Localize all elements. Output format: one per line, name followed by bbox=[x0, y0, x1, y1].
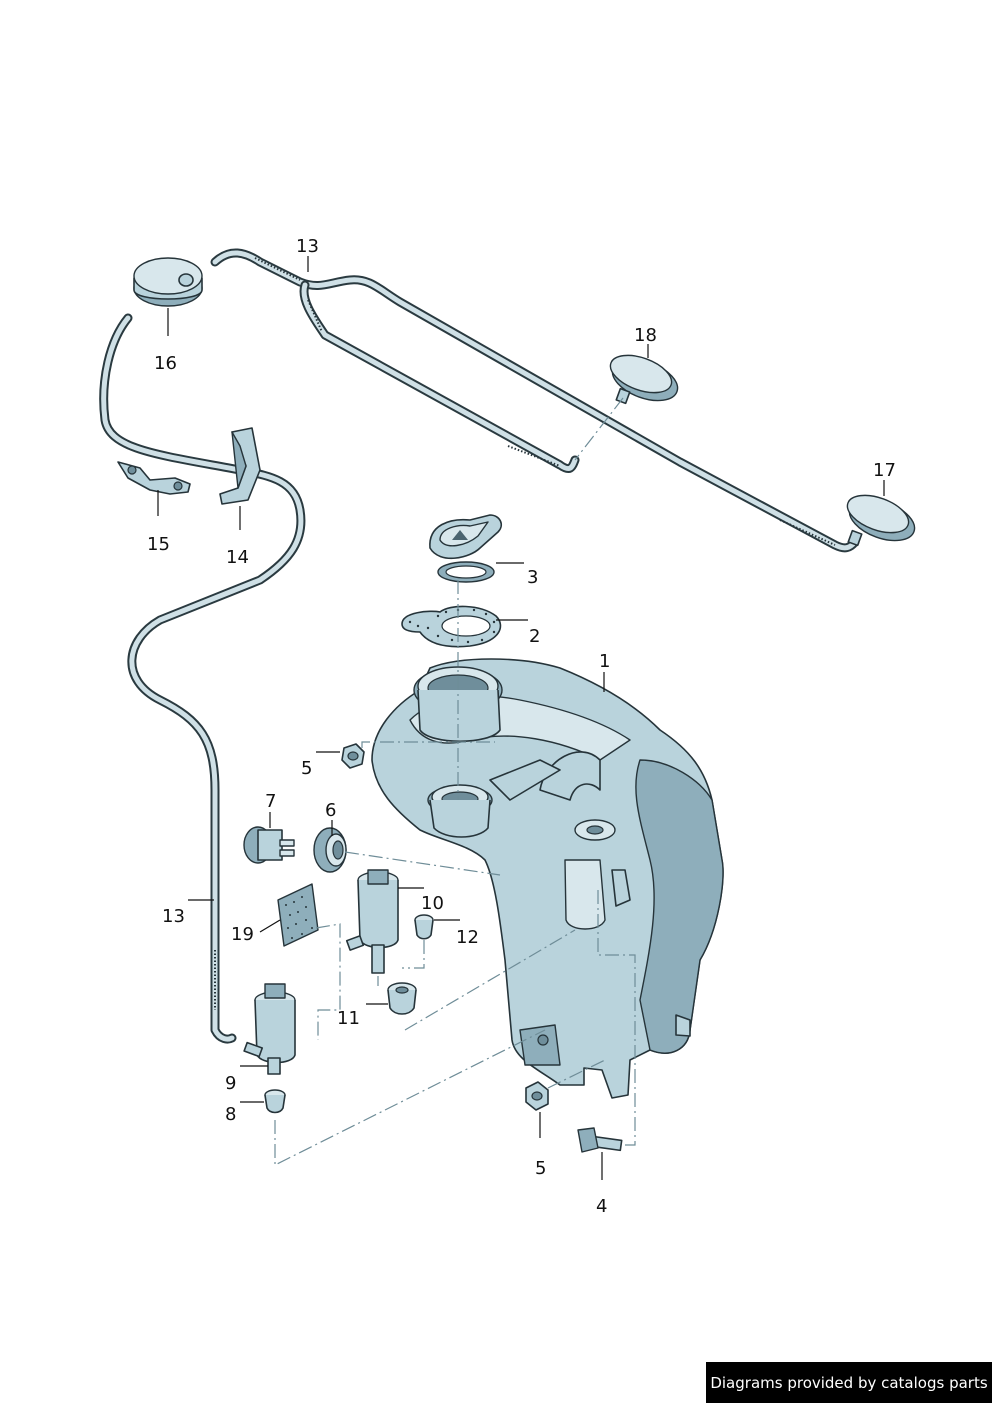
callout-1: 1 bbox=[599, 651, 610, 672]
washer-pump-rear bbox=[243, 983, 296, 1075]
washer-fluid-reservoir bbox=[371, 658, 724, 1099]
filler-seal-ring bbox=[401, 605, 502, 648]
hex-bolt bbox=[577, 1127, 623, 1153]
hose-clip bbox=[117, 461, 191, 495]
pump-grommet-11 bbox=[387, 982, 417, 1015]
callout-14: 14 bbox=[226, 547, 249, 568]
pump-grommet-12 bbox=[414, 914, 434, 940]
callout-13-lower: 13 bbox=[162, 906, 185, 927]
credit-banner: Diagrams provided by catalogs parts bbox=[706, 1362, 992, 1403]
callout-4: 4 bbox=[596, 1196, 607, 1217]
foam-pad bbox=[277, 883, 319, 947]
callout-5-lower: 5 bbox=[535, 1158, 546, 1179]
leader-lines bbox=[157, 256, 885, 1180]
callout-3: 3 bbox=[527, 567, 538, 588]
callout-12: 12 bbox=[456, 927, 479, 948]
callout-16: 16 bbox=[154, 353, 177, 374]
callout-9: 9 bbox=[225, 1073, 236, 1094]
pump-grommet-8 bbox=[264, 1089, 286, 1114]
assembly-guide-lines bbox=[274, 580, 636, 1166]
callout-labels: 1 2 3 4 5 5 6 7 8 9 10 11 12 13 13 14 15… bbox=[147, 236, 896, 1217]
washer-hose-assembly bbox=[99, 248, 860, 1044]
level-sensor bbox=[243, 826, 295, 864]
callout-10: 10 bbox=[421, 893, 444, 914]
callout-11: 11 bbox=[337, 1008, 360, 1029]
hose-valve-cap bbox=[133, 257, 203, 307]
callout-5-upper: 5 bbox=[301, 758, 312, 779]
hex-nut-lower bbox=[525, 1081, 549, 1111]
washer-nozzle-17 bbox=[846, 494, 916, 547]
filler-cap bbox=[429, 514, 502, 583]
callout-6: 6 bbox=[325, 800, 336, 821]
washer-nozzle-18 bbox=[609, 354, 679, 405]
credit-text: Diagrams provided by catalogs parts bbox=[710, 1373, 988, 1392]
callout-13-upper: 13 bbox=[296, 236, 319, 257]
callout-2: 2 bbox=[529, 626, 540, 647]
hose-holder-bracket bbox=[219, 427, 261, 505]
callout-15: 15 bbox=[147, 534, 170, 555]
callout-18: 18 bbox=[634, 325, 657, 346]
callout-8: 8 bbox=[225, 1104, 236, 1125]
grommet bbox=[313, 827, 347, 873]
hex-nut-upper bbox=[341, 743, 365, 769]
washer-pump-front bbox=[345, 869, 399, 974]
callout-17: 17 bbox=[873, 460, 896, 481]
callout-19: 19 bbox=[231, 924, 254, 945]
callout-7: 7 bbox=[265, 791, 276, 812]
